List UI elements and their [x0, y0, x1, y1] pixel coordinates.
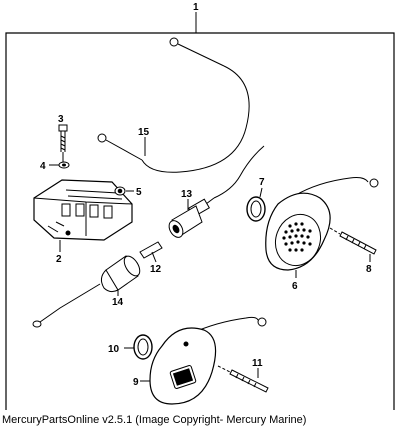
- callout-14: 14: [112, 297, 124, 308]
- part-8-screw: [329, 227, 377, 262]
- part-13-connector: [168, 145, 265, 238]
- callout-5: 5: [136, 187, 142, 198]
- callout-7: 7: [259, 177, 265, 188]
- callout-1: 1: [193, 2, 199, 13]
- part-3-screw: [58, 124, 68, 162]
- callout-4: 4: [40, 161, 46, 172]
- copyright-caption: MercuryPartsOnline v2.5.1 (Image Copyrig…: [2, 414, 307, 426]
- part-15-wire: [97, 37, 250, 173]
- assembly-frame: [5, 32, 395, 410]
- callout-8: 8: [366, 264, 372, 275]
- callout-6: 6: [292, 281, 298, 292]
- parts-diagram: 1 2 3 4 5 6 7 8 9 10 11 12 13 14 15: [5, 2, 395, 410]
- callout-3: 3: [58, 114, 64, 125]
- part-9-sensor: [140, 316, 267, 405]
- callout-15: 15: [138, 127, 150, 138]
- callout-11: 11: [252, 358, 263, 369]
- part-10-oring: [124, 334, 153, 360]
- part-11-screw: [217, 365, 269, 393]
- callout-12: 12: [150, 264, 162, 275]
- part-7-oring: [246, 187, 266, 222]
- callout-2: 2: [56, 254, 62, 265]
- part-5-nut: [114, 186, 134, 196]
- callout-10: 10: [108, 344, 120, 355]
- part-2-terminal-block: [33, 179, 133, 252]
- part-6-sensor: [265, 177, 379, 278]
- part-12-pin: [139, 241, 163, 263]
- callout-13: 13: [181, 189, 193, 200]
- part-4-washer: [49, 161, 70, 169]
- callout-9: 9: [133, 377, 139, 388]
- part-14-plug: [32, 255, 141, 328]
